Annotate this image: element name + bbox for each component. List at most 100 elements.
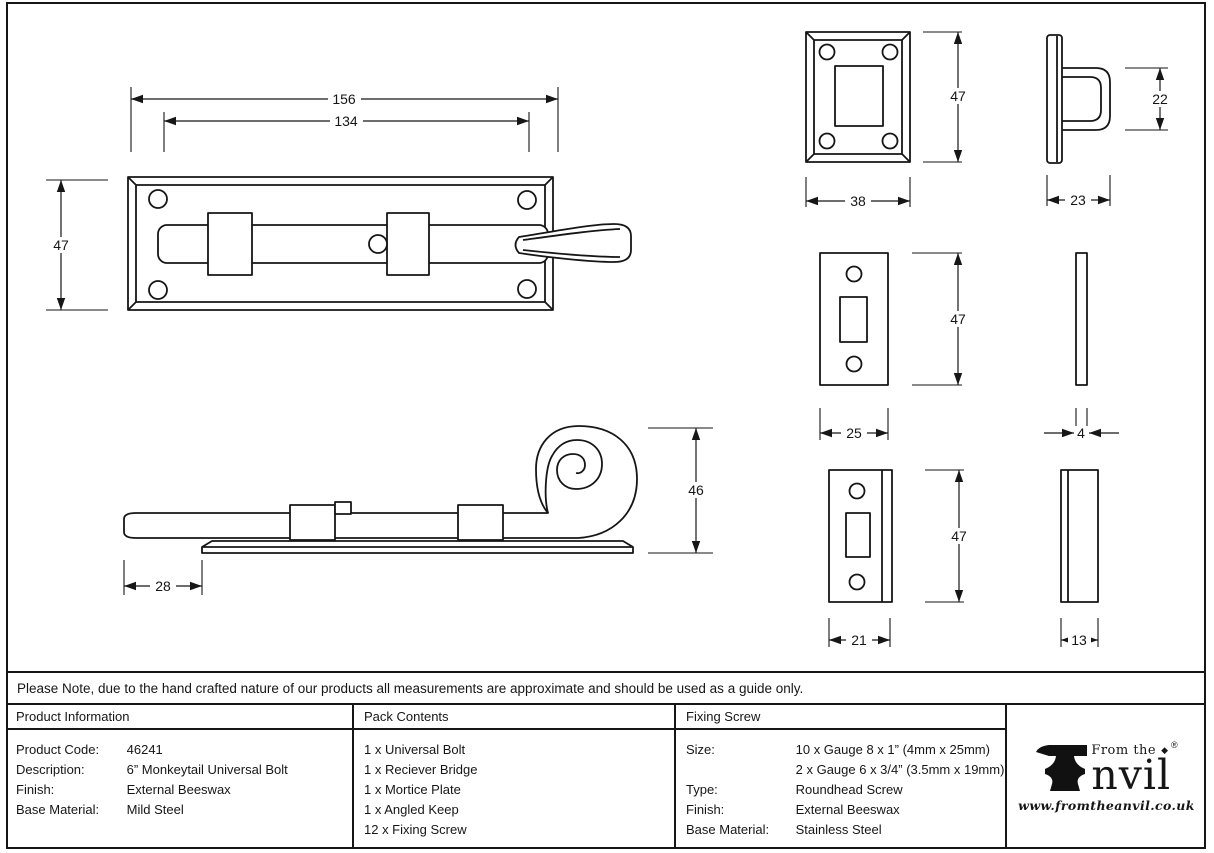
screw-finish-value: External Beeswax (795, 802, 900, 817)
svg-text:38: 38 (850, 193, 866, 209)
dim-keep-height: 47 (947, 528, 972, 544)
svg-text:21: 21 (851, 632, 867, 648)
dim-tail-curl-height: 46 (684, 482, 709, 498)
monkeytail-bolt-drawing: 46 28 (123, 425, 713, 595)
screw-base-material-label: Base Material: (686, 822, 770, 837)
list-item: 1 x Reciever Bridge (364, 762, 478, 777)
bridge-loop (1062, 67, 1111, 131)
screw-hole (881, 132, 899, 150)
fixing-screw-header: Fixing Screw (676, 705, 1005, 730)
list-item: 1 x Mortice Plate (364, 782, 461, 797)
product-code-value: 46241 (126, 742, 163, 757)
dim-keep-width: 21 (846, 632, 872, 648)
svg-text:47: 47 (53, 237, 69, 253)
screw-hole (818, 132, 836, 150)
measurement-note: Please Note, due to the hand crafted nat… (6, 671, 1206, 705)
universal-bolt-drawing: 156 134 47 (46, 87, 632, 311)
bridge-plate (805, 31, 911, 163)
table-row: Finish: External Beeswax (16, 780, 352, 800)
from-the-anvil-logo: From the ◆® nvil www.fromtheanvil.co.uk (1018, 741, 1195, 813)
svg-text:4: 4 (1077, 425, 1085, 441)
table-row: Base Material: Stainless Steel (686, 820, 1005, 840)
logo-from-the: From the (1091, 743, 1157, 759)
svg-text:156: 156 (332, 91, 356, 107)
bolt-guide (207, 212, 253, 276)
screw-hole (848, 573, 866, 591)
screw-hole (517, 279, 537, 299)
screw-hole (148, 189, 168, 209)
screw-hole (148, 280, 168, 300)
anvil-icon (1036, 745, 1088, 792)
type-value: Roundhead Screw (795, 782, 903, 797)
list-item: 12 x Fixing Screw (364, 822, 467, 837)
mortice-plate (819, 252, 889, 386)
receiver-bridge-side-drawing: 22 23 (1046, 34, 1173, 208)
screw-hole (517, 190, 537, 210)
diamond-icon: ◆ (1161, 745, 1169, 756)
dim-mortice-width: 25 (841, 425, 867, 441)
receiver-bridge-front-drawing: 47 38 (805, 31, 971, 209)
table-row: Description: 6” Monkeytail Universal Bol… (16, 760, 352, 780)
svg-text:13: 13 (1071, 632, 1087, 648)
measurement-note-text: Please Note, due to the hand crafted nat… (17, 680, 804, 696)
mortice-plate-side-drawing: 4 (1044, 252, 1119, 441)
keep-plate (828, 469, 893, 603)
svg-text:28: 28 (155, 578, 171, 594)
list-item: 1 x Universal Bolt (364, 742, 466, 757)
dim-bridge-loop-height: 22 (1148, 91, 1173, 107)
keep-slot (845, 512, 871, 558)
svg-text:25: 25 (846, 425, 862, 441)
angled-keep-front-drawing: 47 21 (828, 469, 972, 648)
product-code-label: Product Code: (16, 742, 100, 757)
table-row: Size: 10 x Gauge 8 x 1” (4mm x 25mm) (686, 740, 1005, 760)
product-information-column: Product Information Product Code: 46241 … (6, 705, 352, 849)
table-row: Product Code: 46241 (16, 740, 352, 760)
mortice-slot (839, 296, 868, 343)
screw-finish-label: Finish: (686, 802, 725, 817)
product-information-header: Product Information (6, 705, 352, 730)
size-label: Size: (686, 742, 715, 757)
bolt-rod-and-curl (123, 425, 638, 539)
spec-table: Product Information Product Code: 46241 … (6, 705, 1206, 849)
dim-bridge-depth: 23 (1065, 192, 1091, 208)
svg-text:134: 134 (334, 113, 358, 129)
mortice-plate-front-drawing: 47 25 (819, 252, 971, 441)
size-value-1: 10 x Gauge 8 x 1” (4mm x 25mm) (795, 742, 990, 757)
dim-bolt-hole-spacing: 134 (330, 113, 363, 129)
logo-anvil-text: nvil (1091, 751, 1172, 800)
dim-bolt-plate-height: 47 (49, 237, 74, 253)
pack-contents-header: Pack Contents (354, 705, 674, 730)
svg-text:47: 47 (950, 88, 966, 104)
bolt-guide (386, 212, 430, 276)
svg-text:23: 23 (1070, 192, 1086, 208)
fixing-screw-column: Fixing Screw Size: 10 x Gauge 8 x 1” (4m… (674, 705, 1005, 849)
description-value: 6” Monkeytail Universal Bolt (126, 762, 288, 777)
bridge-opening (834, 65, 884, 127)
table-row: 2 x Gauge 6 x 3/4” (3.5mm x 19mm) (686, 760, 1005, 780)
screw-hole (848, 482, 866, 500)
svg-text:46: 46 (688, 482, 704, 498)
logo-website-url: www.fromtheanvil.co.uk (1018, 798, 1195, 814)
bolt-guide (289, 504, 336, 541)
finish-value: External Beeswax (126, 782, 231, 797)
svg-text:47: 47 (950, 311, 966, 327)
screw-hole (845, 355, 863, 373)
table-row: Finish: External Beeswax (686, 800, 1005, 820)
dim-tail-overhang: 28 (150, 578, 176, 594)
dim-bolt-length: 156 (328, 91, 361, 107)
screw-base-material-value: Stainless Steel (795, 822, 882, 837)
list-item: 1 x Angled Keep (364, 802, 459, 817)
base-material-label: Base Material: (16, 802, 100, 817)
svg-text:47: 47 (951, 528, 967, 544)
angled-keep-side-drawing: 13 (1060, 469, 1099, 648)
screw-hole (881, 43, 899, 61)
size-value-2: 2 x Gauge 6 x 3/4” (3.5mm x 19mm) (795, 762, 1005, 777)
finish-label: Finish: (16, 782, 55, 797)
svg-text:22: 22 (1152, 91, 1168, 107)
screw-hole (818, 43, 836, 61)
bolt-guide (457, 504, 504, 541)
registered-mark: ® (1171, 740, 1178, 751)
dim-mortice-thickness: 4 (1075, 425, 1088, 441)
pack-contents-column: Pack Contents 1 x Universal Bolt 1 x Rec… (352, 705, 674, 849)
base-material-value: Mild Steel (126, 802, 184, 817)
